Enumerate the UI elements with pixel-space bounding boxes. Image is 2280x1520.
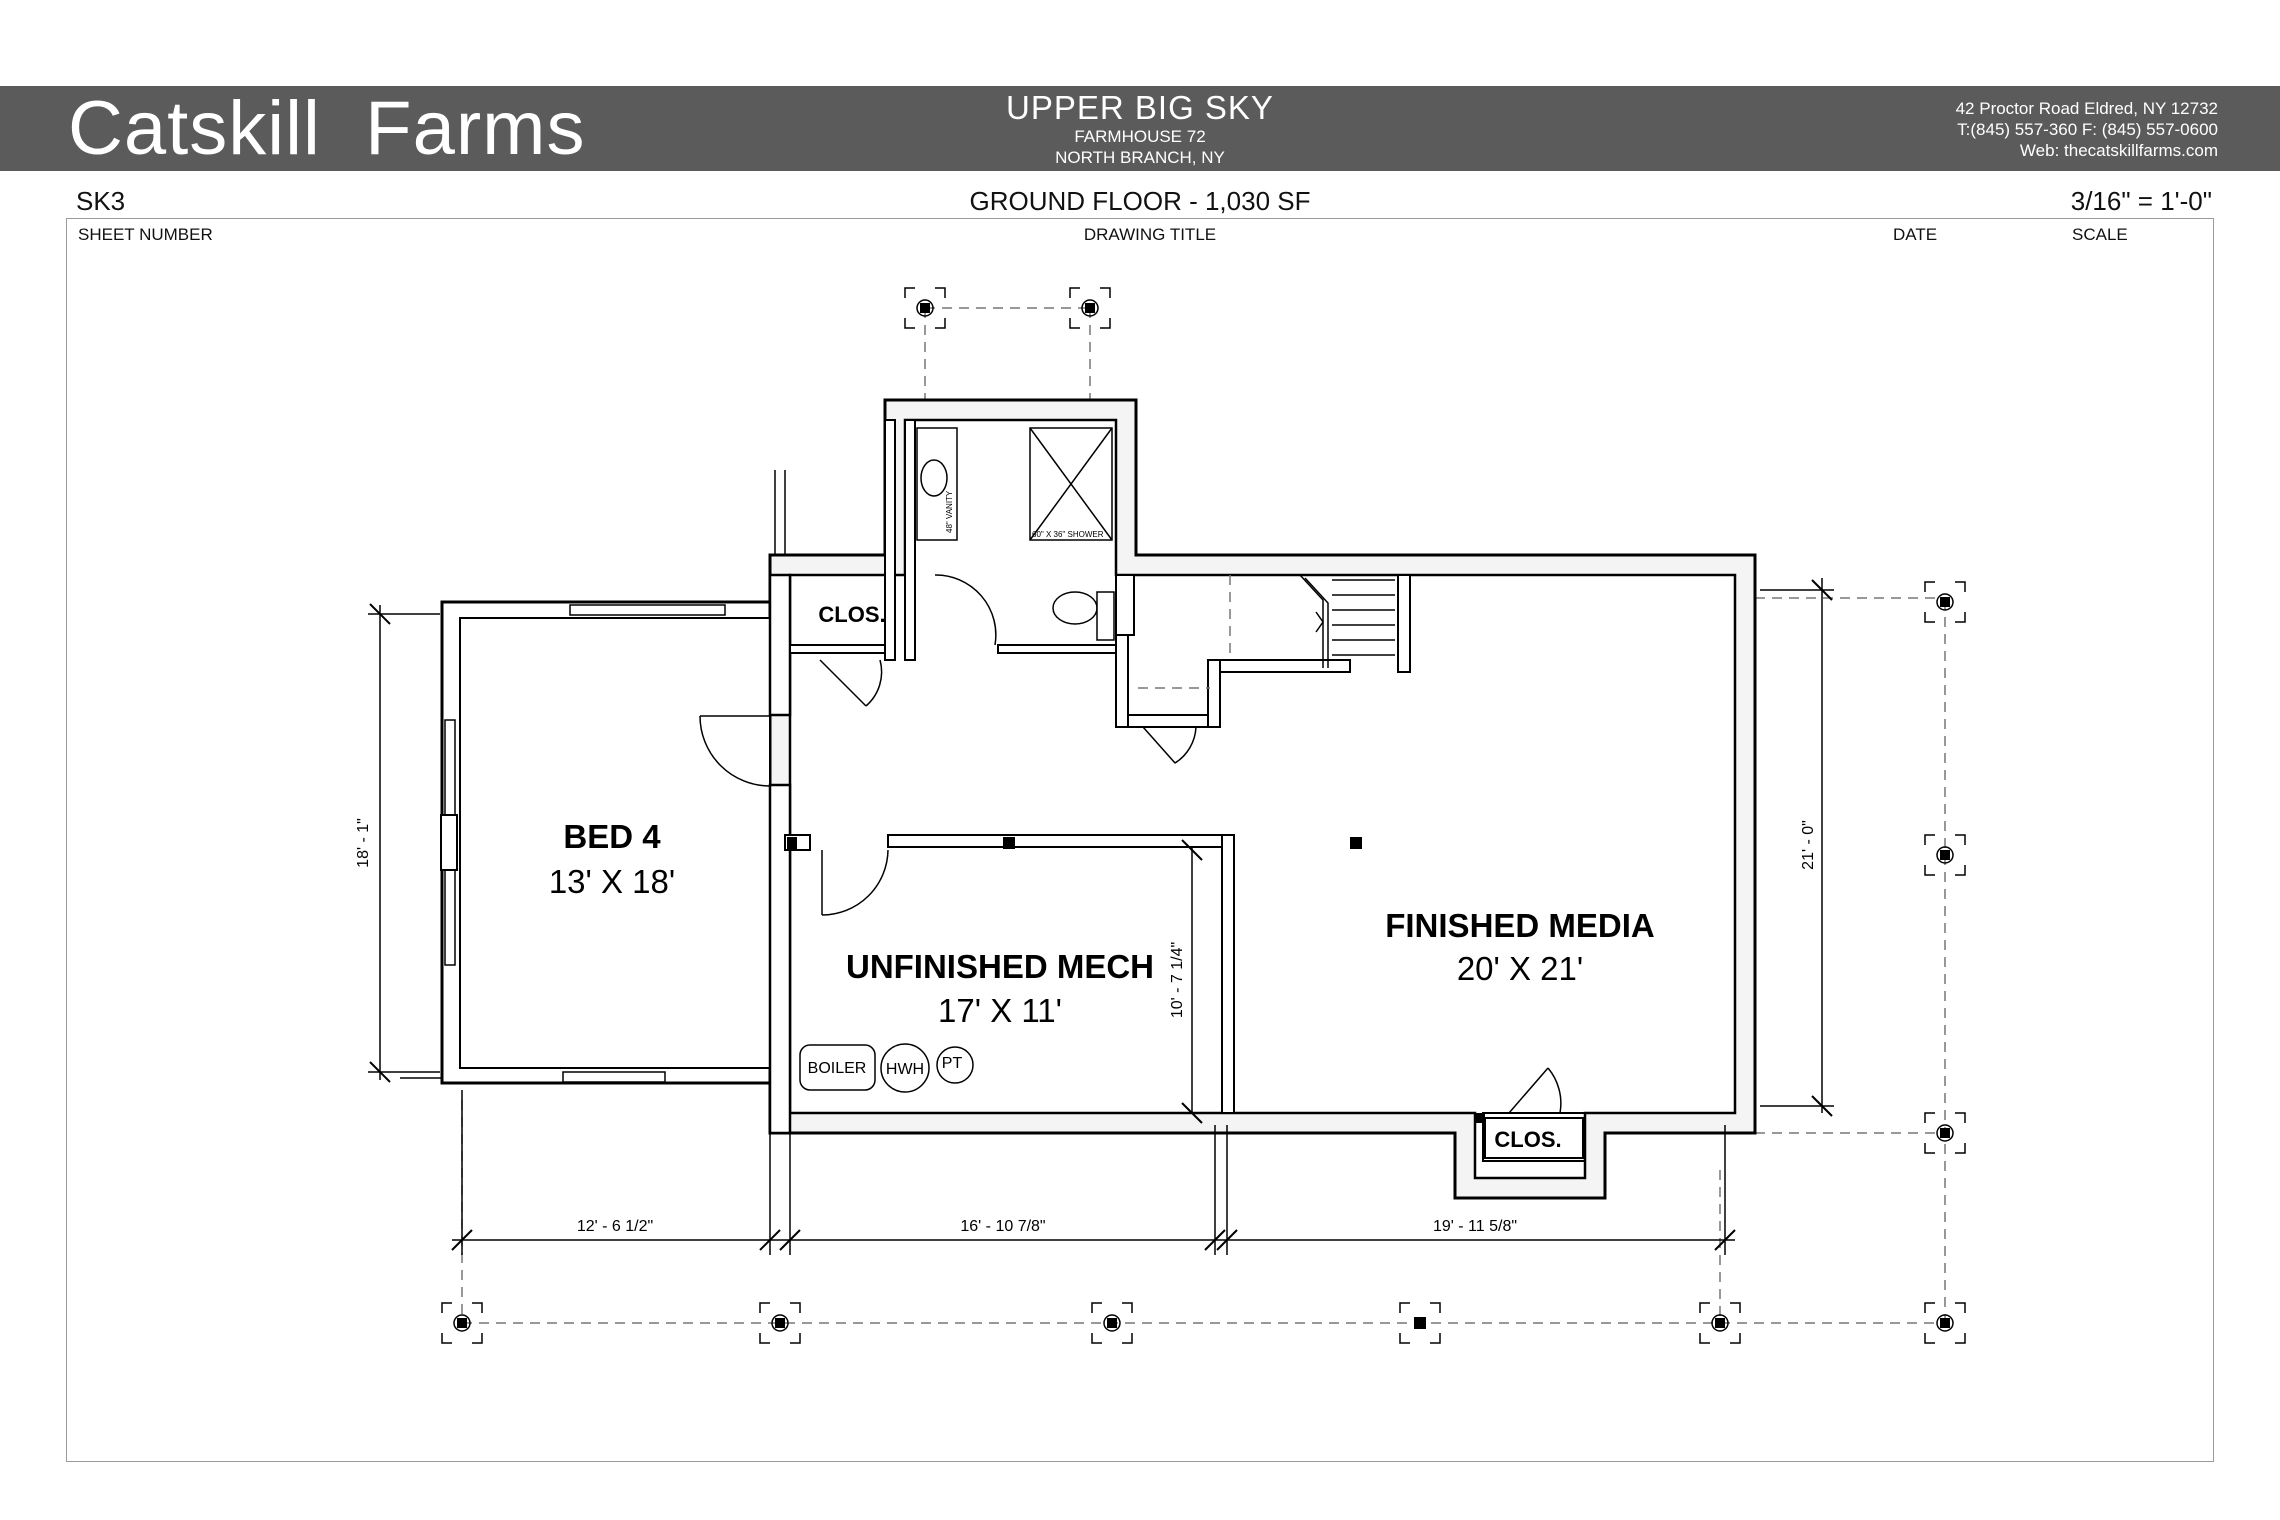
room-size-media: 20' X 21'	[1457, 950, 1583, 987]
doors	[699, 574, 1562, 1114]
project-info: UPPER BIG SKY FARMHOUSE 72 NORTH BRANCH,…	[900, 90, 1380, 168]
drawing-title: GROUND FLOOR - 1,030 SF	[969, 186, 1311, 216]
window	[562, 1071, 666, 1083]
room-name-closet-top: CLOS.	[818, 602, 885, 627]
room-labels: BED 4 13' X 18' UNFINISHED MECH 17' X 11…	[549, 602, 1655, 1152]
dim-bed-width: 12' - 6 1/2"	[577, 1218, 653, 1235]
hwh-symbol	[880, 1043, 930, 1093]
column-marker	[441, 1302, 483, 1344]
room-name-mech: UNFINISHED MECH	[846, 948, 1154, 985]
column-markers	[441, 287, 1966, 1344]
contact-web: Web: thecatskillfarms.com	[2019, 141, 2218, 160]
sheet-number: SK3	[76, 186, 126, 216]
hwh-label: HWH	[886, 1061, 924, 1078]
room-name-closet-bottom: CLOS.	[1494, 1127, 1561, 1152]
interior-walls	[768, 419, 1586, 1162]
boiler-symbol	[799, 1044, 876, 1091]
toilet-icon	[1052, 591, 1098, 625]
contact-address: 42 Proctor Road Eldred, NY 12732	[1955, 99, 2218, 118]
column-marker	[904, 287, 946, 329]
drawing-frame	[66, 218, 2214, 1462]
room-name-media: FINISHED MEDIA	[1385, 907, 1655, 944]
project-name: UPPER BIG SKY	[1006, 89, 1274, 126]
pt-symbol	[936, 1046, 974, 1084]
stair	[1138, 574, 1395, 689]
date-label: DATE	[1893, 225, 1938, 244]
bedroom-windows	[400, 470, 786, 1083]
exterior-walls	[440, 398, 1757, 1200]
project-location: NORTH BRANCH, NY	[1055, 148, 1225, 167]
dim-mech-height: 10' - 7 1/4"	[1169, 942, 1186, 1018]
dim-mech-width: 16' - 10 7/8"	[960, 1218, 1045, 1235]
dim-bed-height: 18' - 1"	[355, 818, 372, 868]
boiler-label: BOILER	[808, 1060, 867, 1077]
room-size-bed4: 13' X 18'	[549, 863, 675, 900]
column-marker	[1399, 1302, 1441, 1344]
column-marker	[1699, 1302, 1741, 1344]
sheet-number-label: SHEET NUMBER	[78, 225, 213, 244]
column-marker	[759, 1302, 801, 1344]
column-marker	[1924, 1112, 1966, 1154]
column-marker	[1924, 581, 1966, 623]
dim-media-height: 21' - 0"	[1800, 820, 1817, 870]
dim-media-width: 19' - 11 5/8"	[1433, 1218, 1517, 1235]
header-banner: Catskill Farms UPPER BIG SKY FARMHOUSE 7…	[0, 86, 2280, 171]
drawing-title-label: DRAWING TITLE	[1083, 225, 1217, 244]
column-marker	[1924, 1302, 1966, 1344]
scale-label: SCALE	[2072, 225, 2128, 244]
vanity-label: 48" VANITY	[945, 490, 954, 533]
room-name-bed4: BED 4	[563, 818, 661, 855]
column-marker	[1091, 1302, 1133, 1344]
contact-info: 42 Proctor Road Eldred, NY 12732 T:(845)…	[1956, 98, 2218, 161]
sink-icon	[920, 459, 948, 497]
bathroom-fixtures: 48" VANITY 60" X 36" SHOWER	[916, 427, 1115, 641]
mech-equipment: BOILER HWH PT	[799, 1043, 974, 1093]
column-marker	[1924, 834, 1966, 876]
dimension-texts: 12' - 6 1/2" 16' - 10 7/8" 19' - 11 5/8"…	[355, 818, 1817, 1235]
column-marker	[1069, 287, 1111, 329]
contact-phones: T:(845) 557-360 F: (845) 557-0600	[1957, 120, 2218, 139]
brand-logo-text: Catskill Farms	[68, 86, 586, 171]
window	[569, 604, 726, 616]
pt-label: PT	[942, 1055, 963, 1072]
dimension-lines	[368, 578, 1834, 1255]
room-size-mech: 17' X 11'	[938, 992, 1062, 1029]
shower-label: 60" X 36" SHOWER	[1032, 530, 1104, 539]
drawing-scale: 3/16" = 1'-0"	[2070, 186, 2212, 216]
project-sub: FARMHOUSE 72	[1074, 127, 1206, 146]
window	[440, 814, 458, 871]
